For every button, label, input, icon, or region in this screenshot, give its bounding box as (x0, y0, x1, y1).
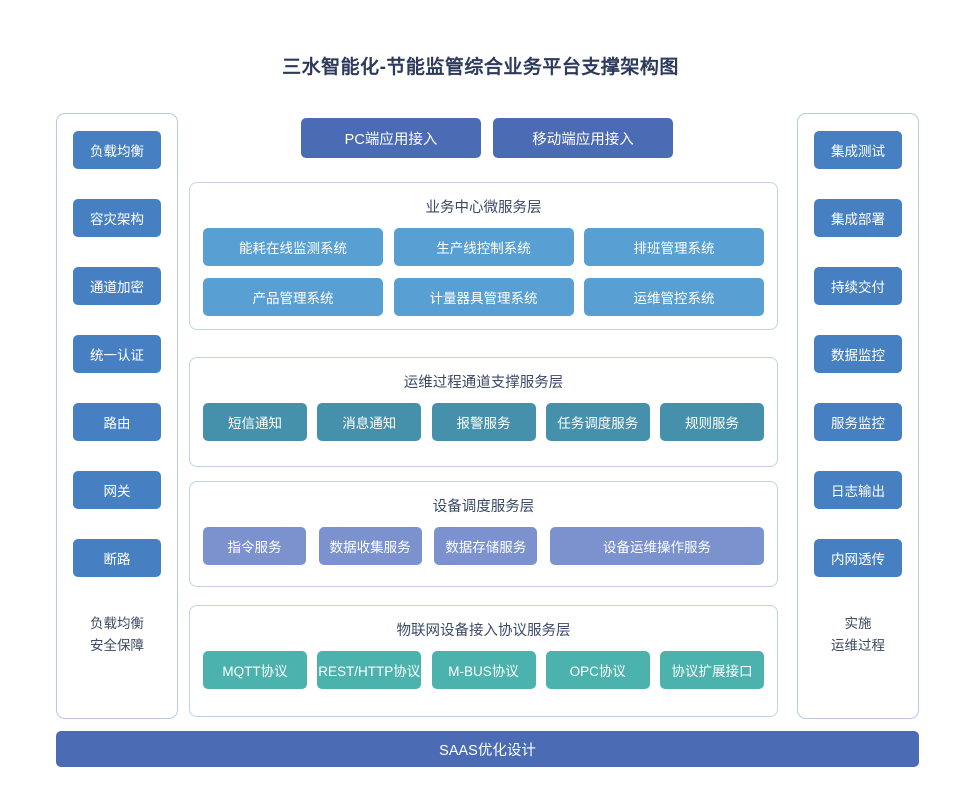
chip-mqtt-protocol[interactable]: MQTT协议 (203, 651, 307, 689)
right-sidebar: 集成测试 集成部署 持续交付 数据监控 服务监控 日志输出 内网透传 实施 运维… (797, 113, 919, 719)
chip-data-storage-service[interactable]: 数据存储服务 (434, 527, 538, 565)
saas-optimization-bar: SAAS优化设计 (56, 731, 919, 767)
right-footer-line-1: 实施 (844, 616, 872, 631)
business-layer-row-1: 能耗在线监测系统 生产线控制系统 排班管理系统 (190, 228, 777, 266)
sidebar-item-continuous-delivery[interactable]: 持续交付 (814, 267, 902, 305)
chip-message-notification[interactable]: 消息通知 (317, 403, 422, 441)
left-sidebar-footer: 负载均衡 安全保障 (90, 613, 144, 657)
right-footer-line-2: 运维过程 (831, 638, 885, 653)
chip-task-scheduling-service[interactable]: 任务调度服务 (545, 403, 650, 441)
left-sidebar: 负载均衡 容灾架构 通道加密 统一认证 路由 网关 断路 负载均衡 安全保障 (56, 113, 178, 719)
sidebar-item-data-monitoring[interactable]: 数据监控 (814, 335, 902, 373)
sidebar-item-intranet-passthrough[interactable]: 内网透传 (814, 539, 902, 577)
business-layer-title: 业务中心微服务层 (425, 200, 542, 216)
sidebar-item-load-balance[interactable]: 负载均衡 (73, 131, 161, 169)
sidebar-item-disaster-recovery[interactable]: 容灾架构 (73, 199, 161, 237)
chip-command-service[interactable]: 指令服务 (203, 527, 306, 565)
chip-alarm-service[interactable]: 报警服务 (431, 403, 536, 441)
sidebar-item-integration-deploy[interactable]: 集成部署 (814, 199, 902, 237)
chip-rest-http-protocol[interactable]: REST/HTTP协议 (317, 651, 422, 689)
chip-sms-notification[interactable]: 短信通知 (203, 403, 307, 441)
chip-production-line-control-system[interactable]: 生产线控制系统 (393, 228, 574, 266)
chip-device-ops-operation-service[interactable]: 设备运维操作服务 (549, 527, 764, 565)
chip-rule-service[interactable]: 规则服务 (660, 403, 764, 441)
pc-access-button[interactable]: PC端应用接入 (301, 118, 481, 158)
sidebar-item-routing[interactable]: 路由 (73, 403, 161, 441)
chip-ops-control-system[interactable]: 运维管控系统 (584, 278, 764, 316)
chip-energy-monitoring-system[interactable]: 能耗在线监测系统 (203, 228, 383, 266)
chip-shift-management-system[interactable]: 排班管理系统 (584, 228, 764, 266)
chip-product-management-system[interactable]: 产品管理系统 (203, 278, 383, 316)
business-microservice-layer: 业务中心微服务层 能耗在线监测系统 生产线控制系统 排班管理系统 产品管理系统 … (189, 182, 778, 330)
chip-mbus-protocol[interactable]: M-BUS协议 (431, 651, 536, 689)
iot-protocol-access-layer: 物联网设备接入协议服务层 MQTT协议 REST/HTTP协议 M-BUS协议 … (189, 605, 778, 717)
chip-metering-device-management-system[interactable]: 计量器具管理系统 (393, 278, 574, 316)
device-scheduling-layer: 设备调度服务层 指令服务 数据收集服务 数据存储服务 设备运维操作服务 (189, 481, 778, 587)
sidebar-item-integration-test[interactable]: 集成测试 (814, 131, 902, 169)
left-footer-line-2: 安全保障 (90, 638, 144, 653)
protocol-layer-row: MQTT协议 REST/HTTP协议 M-BUS协议 OPC协议 协议扩展接口 (190, 651, 777, 689)
ops-channel-support-layer: 运维过程通道支撑服务层 短信通知 消息通知 报警服务 任务调度服务 规则服务 (189, 357, 778, 467)
sidebar-item-unified-auth[interactable]: 统一认证 (73, 335, 161, 373)
right-sidebar-footer: 实施 运维过程 (831, 613, 885, 657)
sidebar-item-circuit-breaker[interactable]: 断路 (73, 539, 161, 577)
business-layer-row-2: 产品管理系统 计量器具管理系统 运维管控系统 (190, 278, 777, 316)
sidebar-item-channel-encryption[interactable]: 通道加密 (73, 267, 161, 305)
sidebar-item-log-output[interactable]: 日志输出 (814, 471, 902, 509)
mobile-access-button[interactable]: 移动端应用接入 (493, 118, 673, 158)
page-title: 三水智能化-节能监管综合业务平台支撑架构图 (282, 57, 679, 78)
sidebar-item-gateway[interactable]: 网关 (73, 471, 161, 509)
chip-protocol-extension-interface[interactable]: 协议扩展接口 (660, 651, 764, 689)
device-layer-row: 指令服务 数据收集服务 数据存储服务 设备运维操作服务 (190, 527, 777, 565)
left-footer-line-1: 负载均衡 (90, 616, 144, 631)
access-button-row: PC端应用接入 移动端应用接入 (301, 118, 673, 158)
support-layer-title: 运维过程通道支撑服务层 (403, 375, 564, 391)
device-layer-title: 设备调度服务层 (432, 499, 535, 515)
support-layer-row: 短信通知 消息通知 报警服务 任务调度服务 规则服务 (190, 403, 777, 441)
sidebar-item-service-monitoring[interactable]: 服务监控 (814, 403, 902, 441)
chip-opc-protocol[interactable]: OPC协议 (545, 651, 650, 689)
chip-data-collection-service[interactable]: 数据收集服务 (318, 527, 422, 565)
protocol-layer-title: 物联网设备接入协议服务层 (396, 623, 571, 639)
